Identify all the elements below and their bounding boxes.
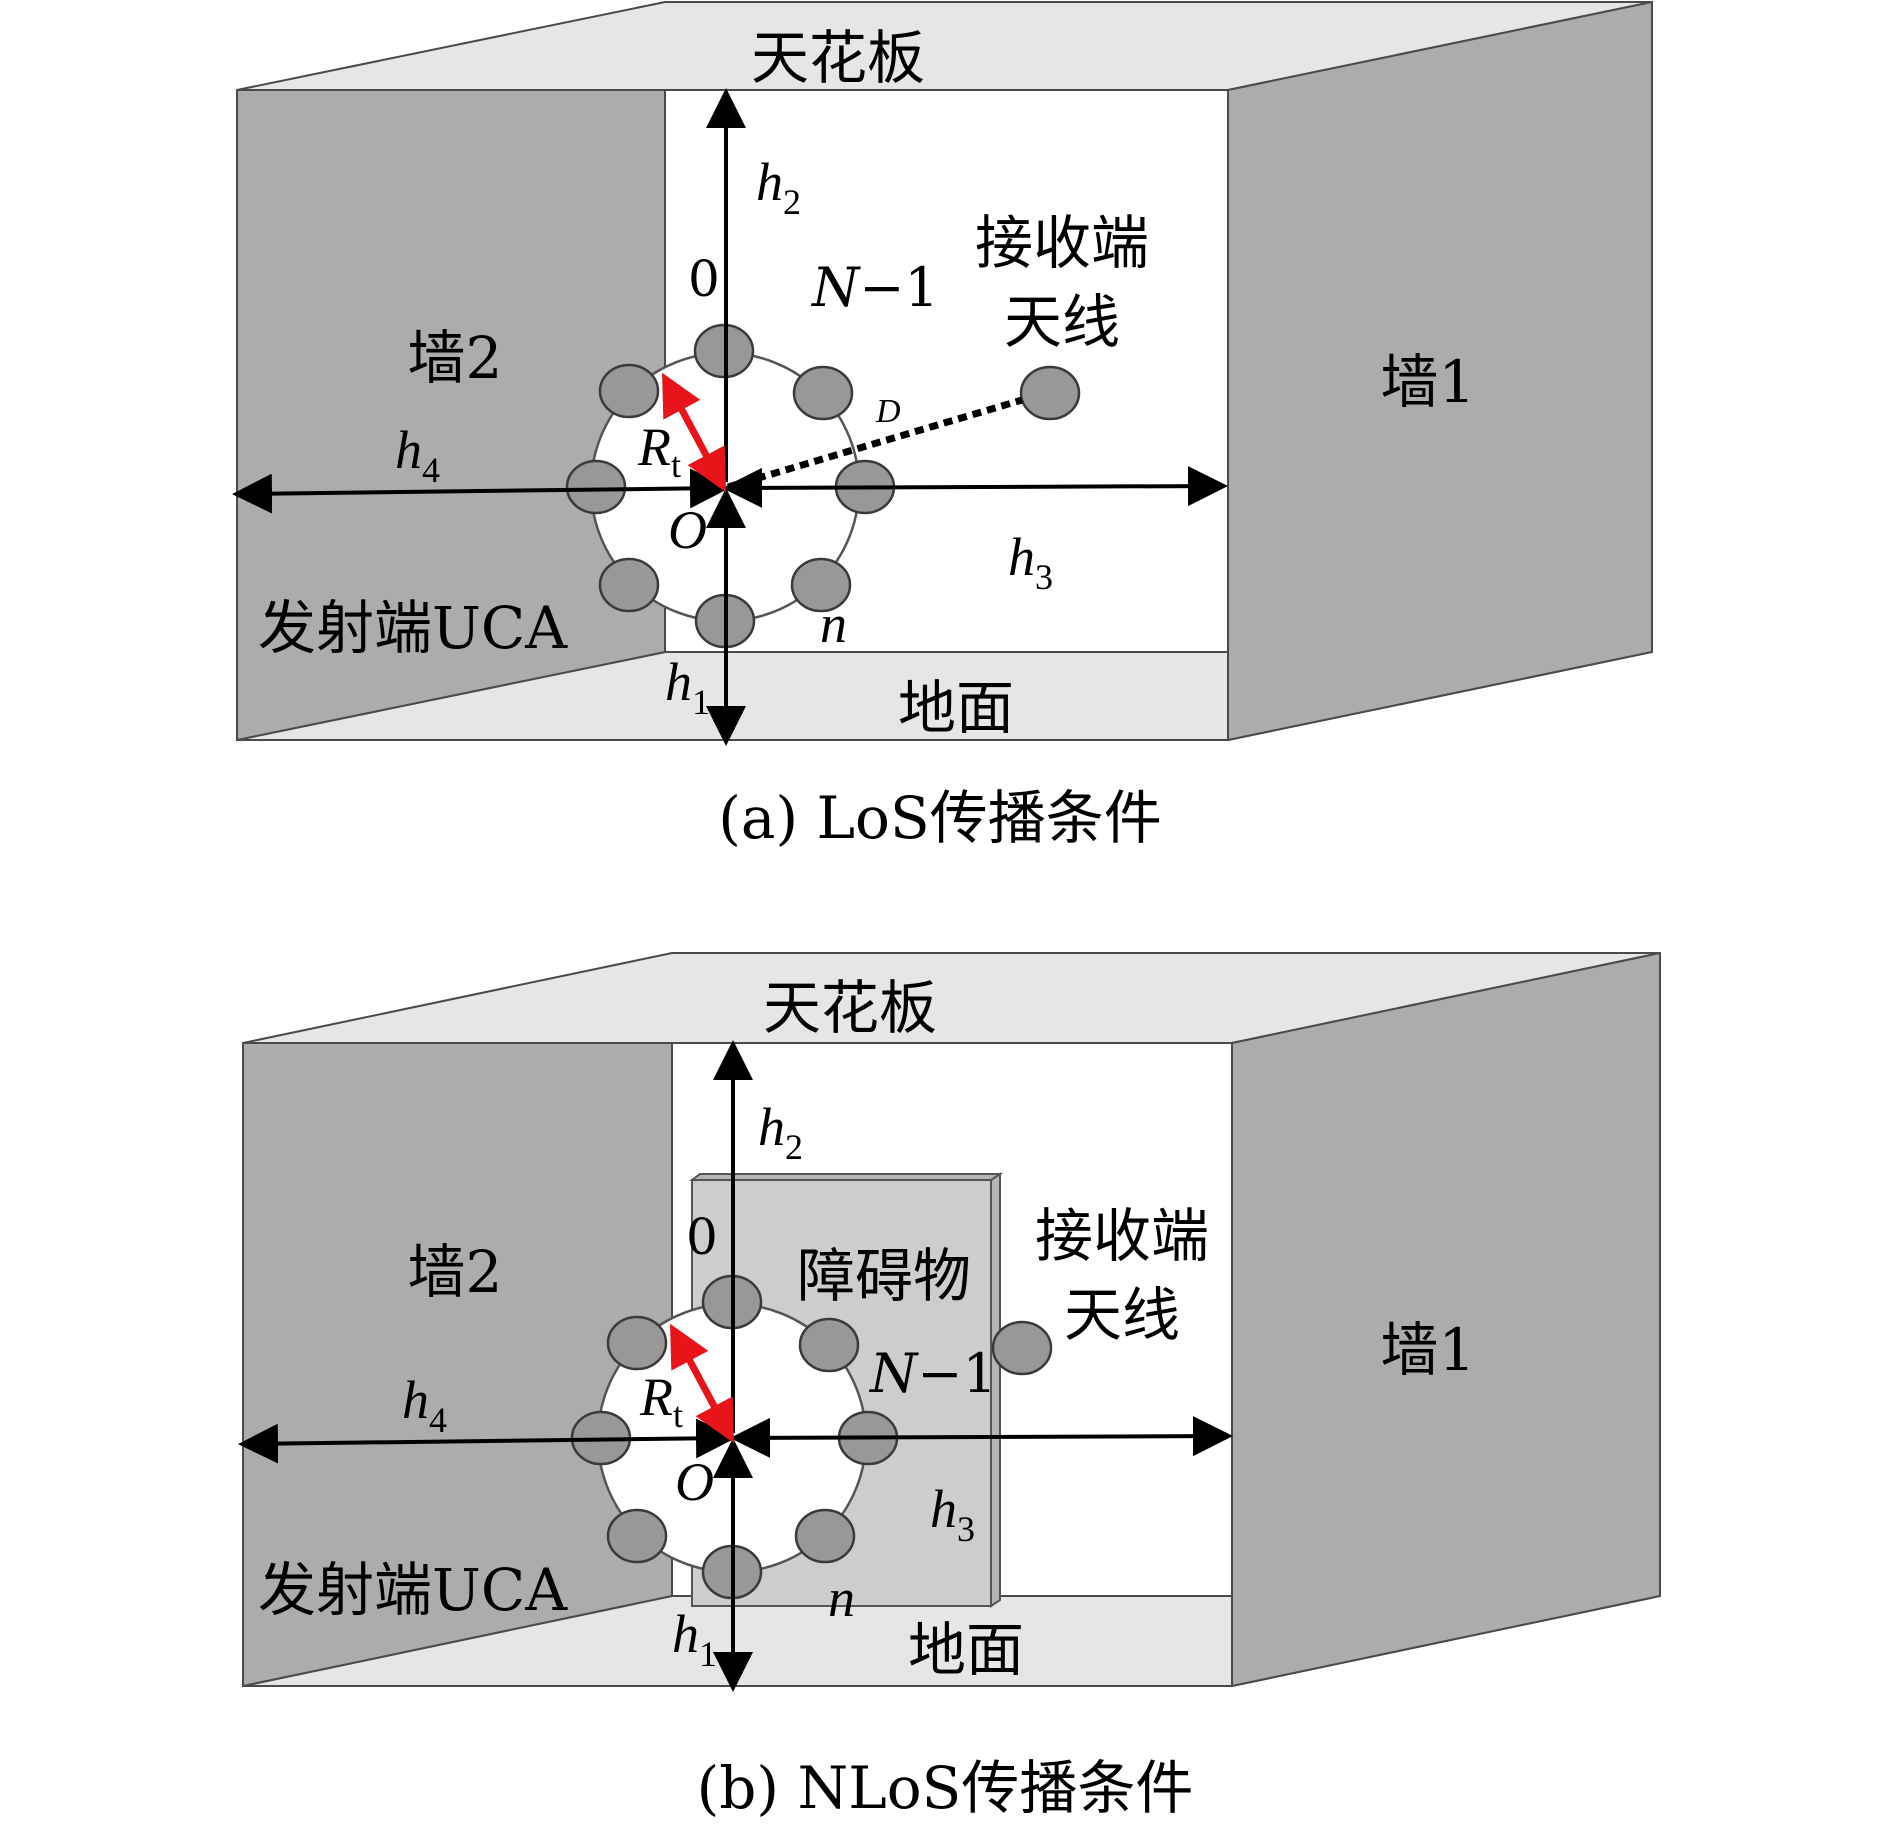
h3-arrow <box>730 1416 1233 1458</box>
wall-2-surface <box>236 89 666 742</box>
receiver-label-line2: 天线 <box>1004 288 1120 356</box>
panel-b-nlos: 天花板 地面 墙2 墙1 接收端 天线 障碍物 发射端UCA h2 h1 h3 … <box>238 951 1661 1822</box>
antenna-element <box>798 1317 860 1373</box>
origin-label: O <box>675 1452 714 1512</box>
wall-2-surface <box>242 1042 673 1688</box>
index-zero-label: 0 <box>686 1208 718 1266</box>
radius-label: Rt <box>637 417 681 485</box>
wall-1-surface <box>1227 0 1653 742</box>
receiver-antenna <box>991 1320 1053 1376</box>
origin-label: O <box>668 500 707 560</box>
wall-2-label: 墙2 <box>408 324 503 392</box>
h4-label: h4 <box>395 420 440 490</box>
transmitter-label: 发射端UCA <box>258 1556 568 1624</box>
h2-label: h2 <box>758 1097 803 1167</box>
antenna-element <box>606 1315 668 1371</box>
radius-arrow <box>662 372 726 493</box>
wall-1-label: 墙1 <box>1381 348 1476 416</box>
index-last-label: N−1 <box>868 1342 997 1405</box>
floor-label: 地面 <box>908 1616 1024 1684</box>
wall-2-label: 墙2 <box>408 1238 503 1306</box>
antenna-element <box>598 363 660 419</box>
h4-arrow <box>238 1418 736 1464</box>
transmitter-label: 发射端UCA <box>258 594 568 662</box>
floor-label: 地面 <box>898 674 1014 742</box>
index-n-label: n <box>828 1568 855 1628</box>
ceiling-label: 天花板 <box>751 24 925 92</box>
index-zero-label: 0 <box>688 250 720 308</box>
receiver-label-line1: 接收端 <box>1035 1202 1209 1270</box>
receiver-antenna <box>1019 365 1081 421</box>
h3-arrow <box>722 466 1228 508</box>
antenna-element <box>606 1508 668 1564</box>
distance-d-line <box>727 396 1023 491</box>
receiver-label-line2: 天线 <box>1064 1281 1180 1349</box>
wall-1-surface <box>1231 951 1661 1688</box>
radius-label: Rt <box>639 1367 683 1435</box>
radius-arrow <box>670 1323 734 1444</box>
antenna-element <box>598 557 660 613</box>
ceiling-label: 天花板 <box>763 974 937 1042</box>
antenna-element <box>565 459 627 515</box>
index-last-label: N−1 <box>810 256 939 319</box>
h4-arrow <box>232 468 730 514</box>
antenna-element <box>790 557 852 613</box>
h1-label: h1 <box>672 1604 717 1674</box>
h4-label: h4 <box>402 1370 447 1440</box>
h2-label: h2 <box>756 152 801 222</box>
obstacle-label: 障碍物 <box>797 1242 971 1310</box>
caption-b: (b) NLoS传播条件 <box>697 1754 1194 1822</box>
wall-1-label: 墙1 <box>1381 1316 1476 1384</box>
antenna-element <box>792 365 854 421</box>
h1-label: h1 <box>665 652 710 722</box>
antenna-element <box>794 1508 856 1564</box>
receiver-label-line1: 接收端 <box>975 209 1149 277</box>
index-n-label: n <box>820 594 847 654</box>
caption-a: (a) LoS传播条件 <box>718 784 1161 852</box>
distance-label: D <box>875 393 901 430</box>
h3-label: h3 <box>930 1479 975 1549</box>
h3-label: h3 <box>1008 527 1053 597</box>
panel-a-los: 天花板 地面 墙2 墙1 接收端 天线 发射端UCA h2 h1 h3 h4 R… <box>232 0 1653 852</box>
